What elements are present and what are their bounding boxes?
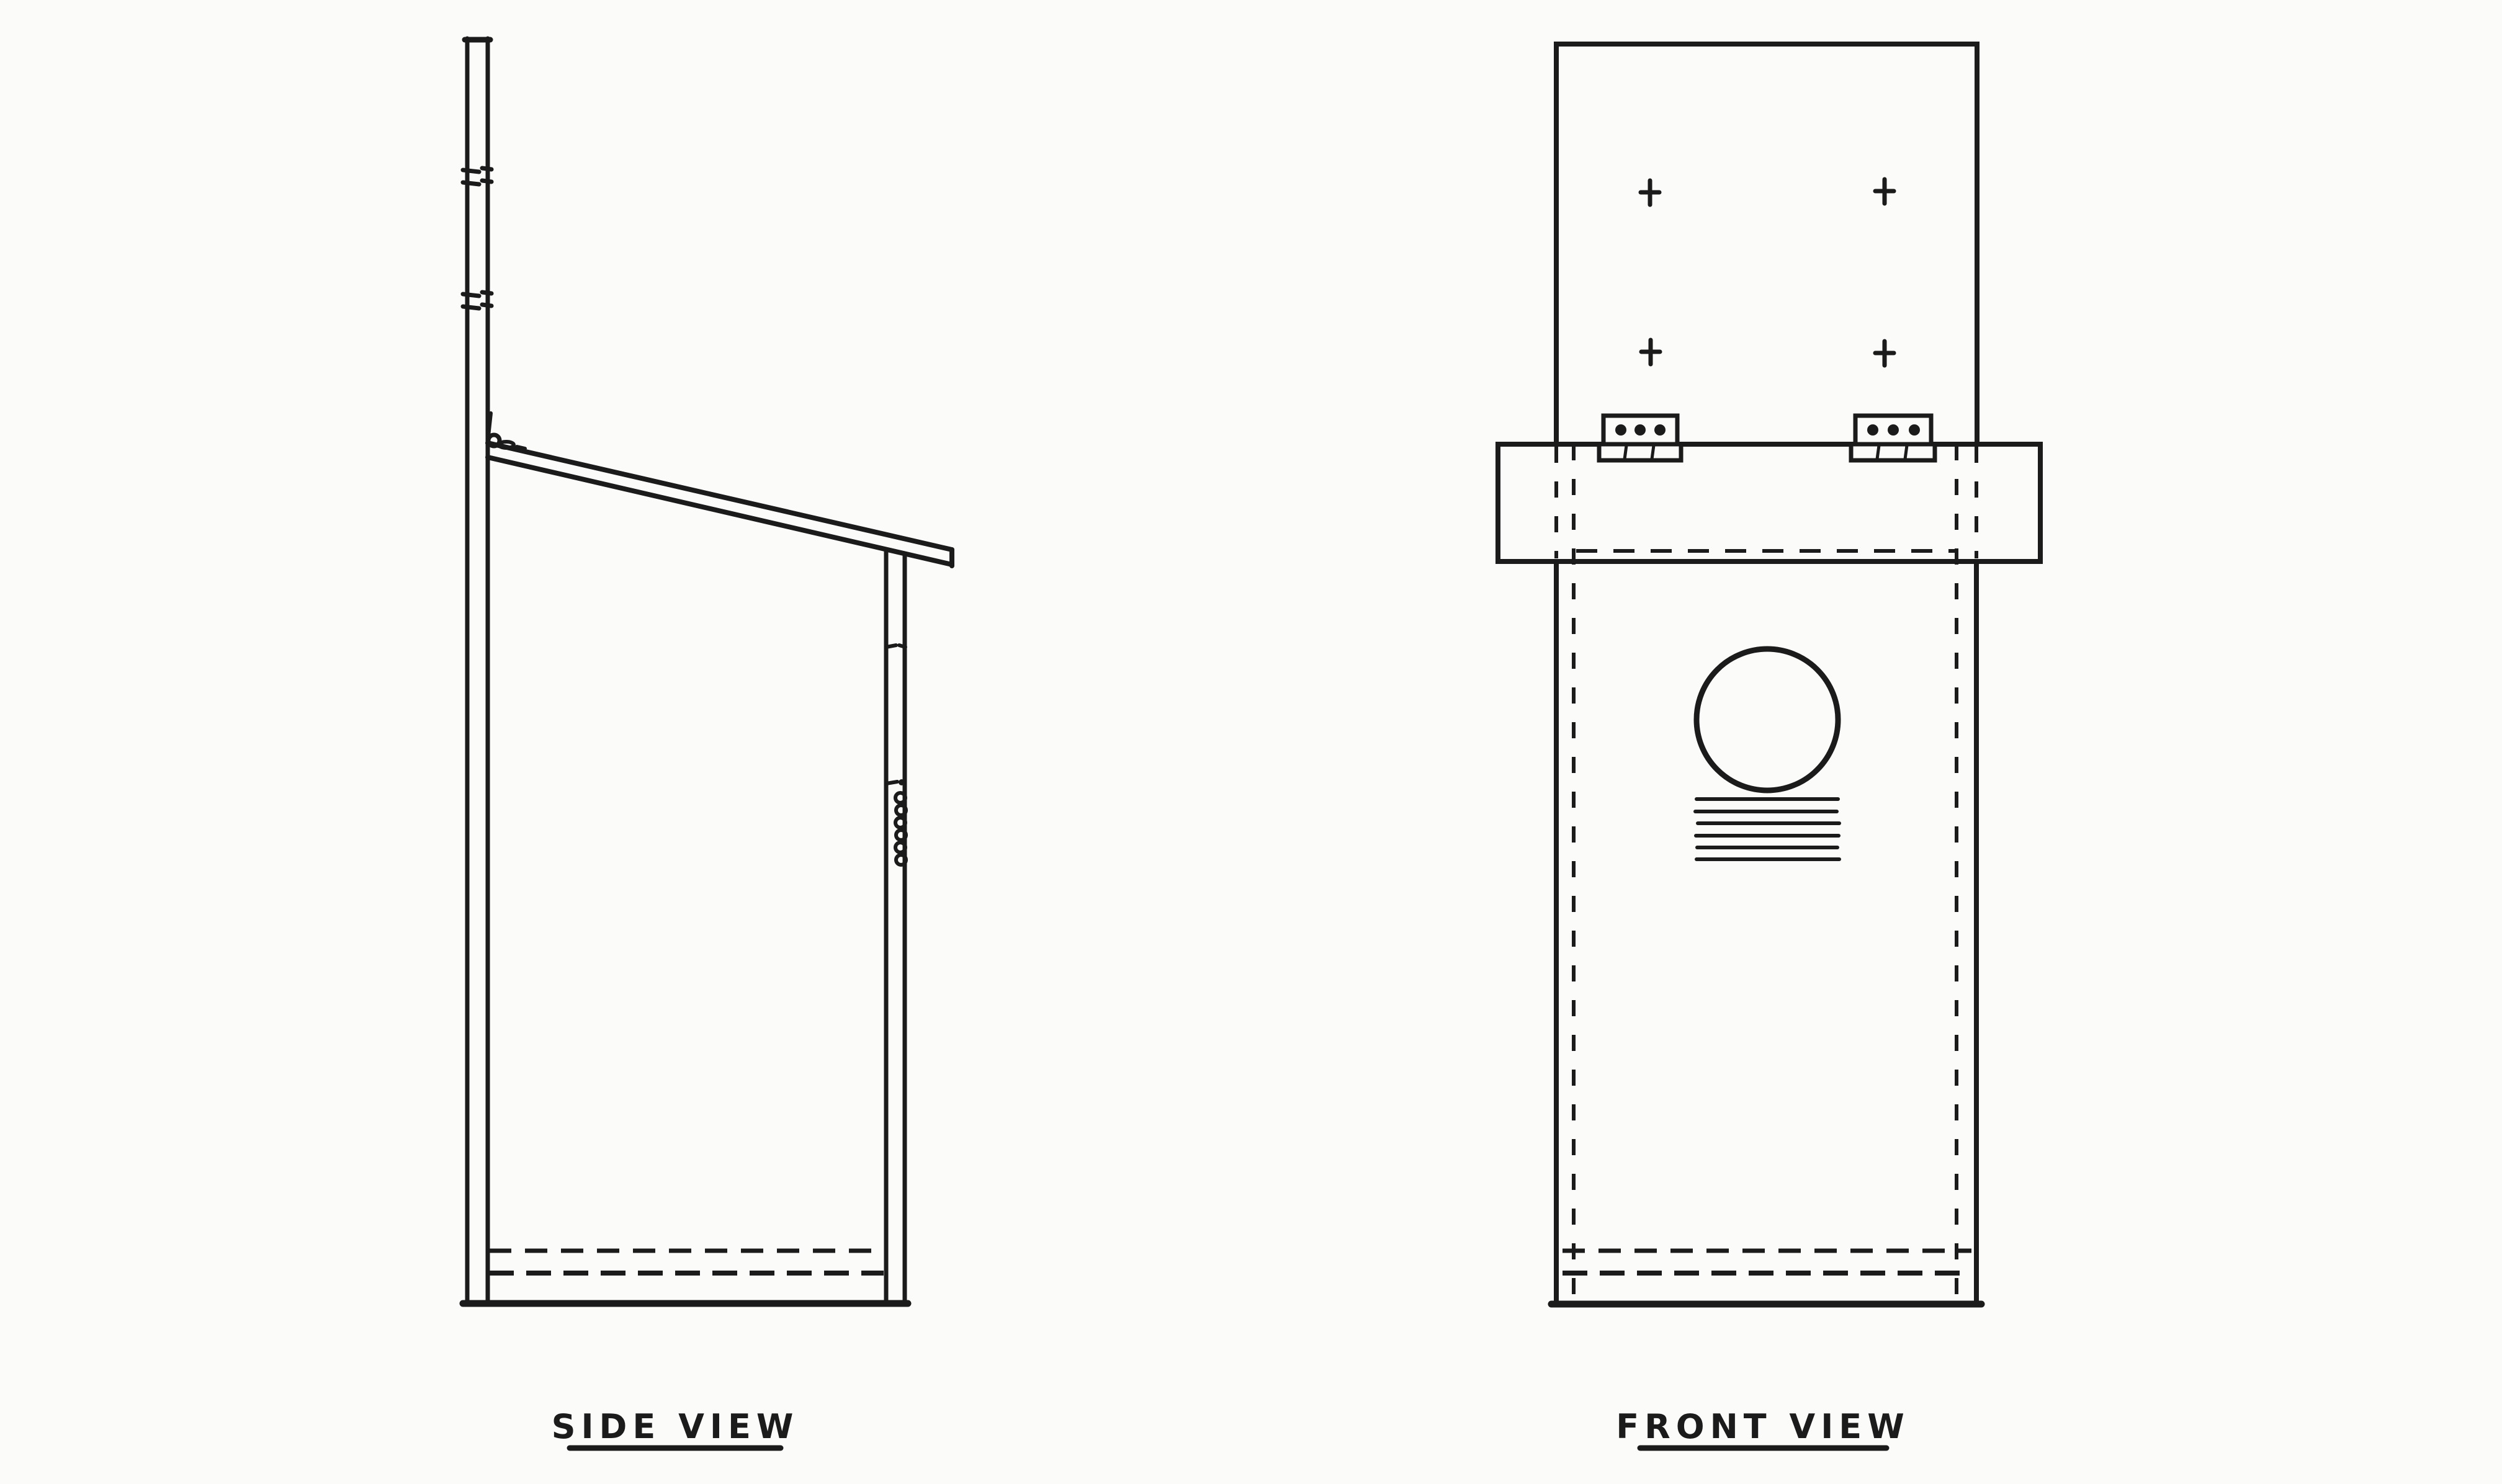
roof-bottom-edge: [485, 455, 954, 567]
front-view: [1495, 42, 2043, 1308]
hinge-screw-dot: [1867, 424, 1878, 436]
break-marks-upper: [460, 166, 494, 187]
hinge-knuckle: [1597, 442, 1684, 463]
hinge-knuckle: [1849, 442, 1937, 463]
hinge-leaf-tick: [515, 445, 527, 450]
side-view-caption: SIDE VIEW: [552, 1407, 799, 1446]
roof-board: [485, 440, 954, 568]
hinge-left: [1597, 413, 1684, 463]
hinge-pin: [486, 411, 493, 438]
hinge-screw-dot: [1888, 424, 1899, 436]
hidden-edges: [1554, 444, 1978, 1298]
screw-cross-marks: [1638, 177, 1896, 368]
break-marks-lower: [460, 290, 494, 311]
wall-break-mark: [884, 643, 907, 649]
hinge-right: [1849, 413, 1937, 463]
hinge-screw-dot: [1615, 424, 1626, 436]
front-wall: [884, 547, 908, 1305]
hinge-screw-dot: [1654, 424, 1666, 436]
hinge-leaf: [497, 440, 516, 450]
screw-cross-icon: [1873, 339, 1896, 368]
roof-top-edge: [485, 440, 954, 552]
hinge-icon: [486, 411, 527, 450]
screw-cross-icon: [1639, 337, 1662, 367]
entrance-hole: [1693, 646, 1841, 793]
screw-cross-icon: [1873, 177, 1896, 206]
mounting-board: [1554, 42, 1980, 447]
grip-kerfs-edge: [894, 791, 908, 867]
floor-hidden-lines: [1563, 1248, 1971, 1276]
roof-board-front: [1495, 442, 2043, 564]
wall-kerf-mark-top: [884, 779, 905, 785]
floor-hidden-lines: [489, 1248, 884, 1276]
captions: SIDE VIEW FRONT VIEW: [552, 1407, 1910, 1451]
hinge-screw-dot: [1909, 424, 1920, 436]
grip-kerf-lines: [1693, 797, 1841, 861]
back-board: [460, 36, 494, 1305]
box-body: [1554, 559, 1979, 1305]
hinge-barrel: [486, 432, 502, 449]
hinge-screw-dot: [1634, 424, 1646, 436]
side-view: [459, 36, 954, 1307]
front-view-caption: FRONT VIEW: [1616, 1407, 1910, 1446]
screw-cross-icon: [1638, 178, 1662, 207]
